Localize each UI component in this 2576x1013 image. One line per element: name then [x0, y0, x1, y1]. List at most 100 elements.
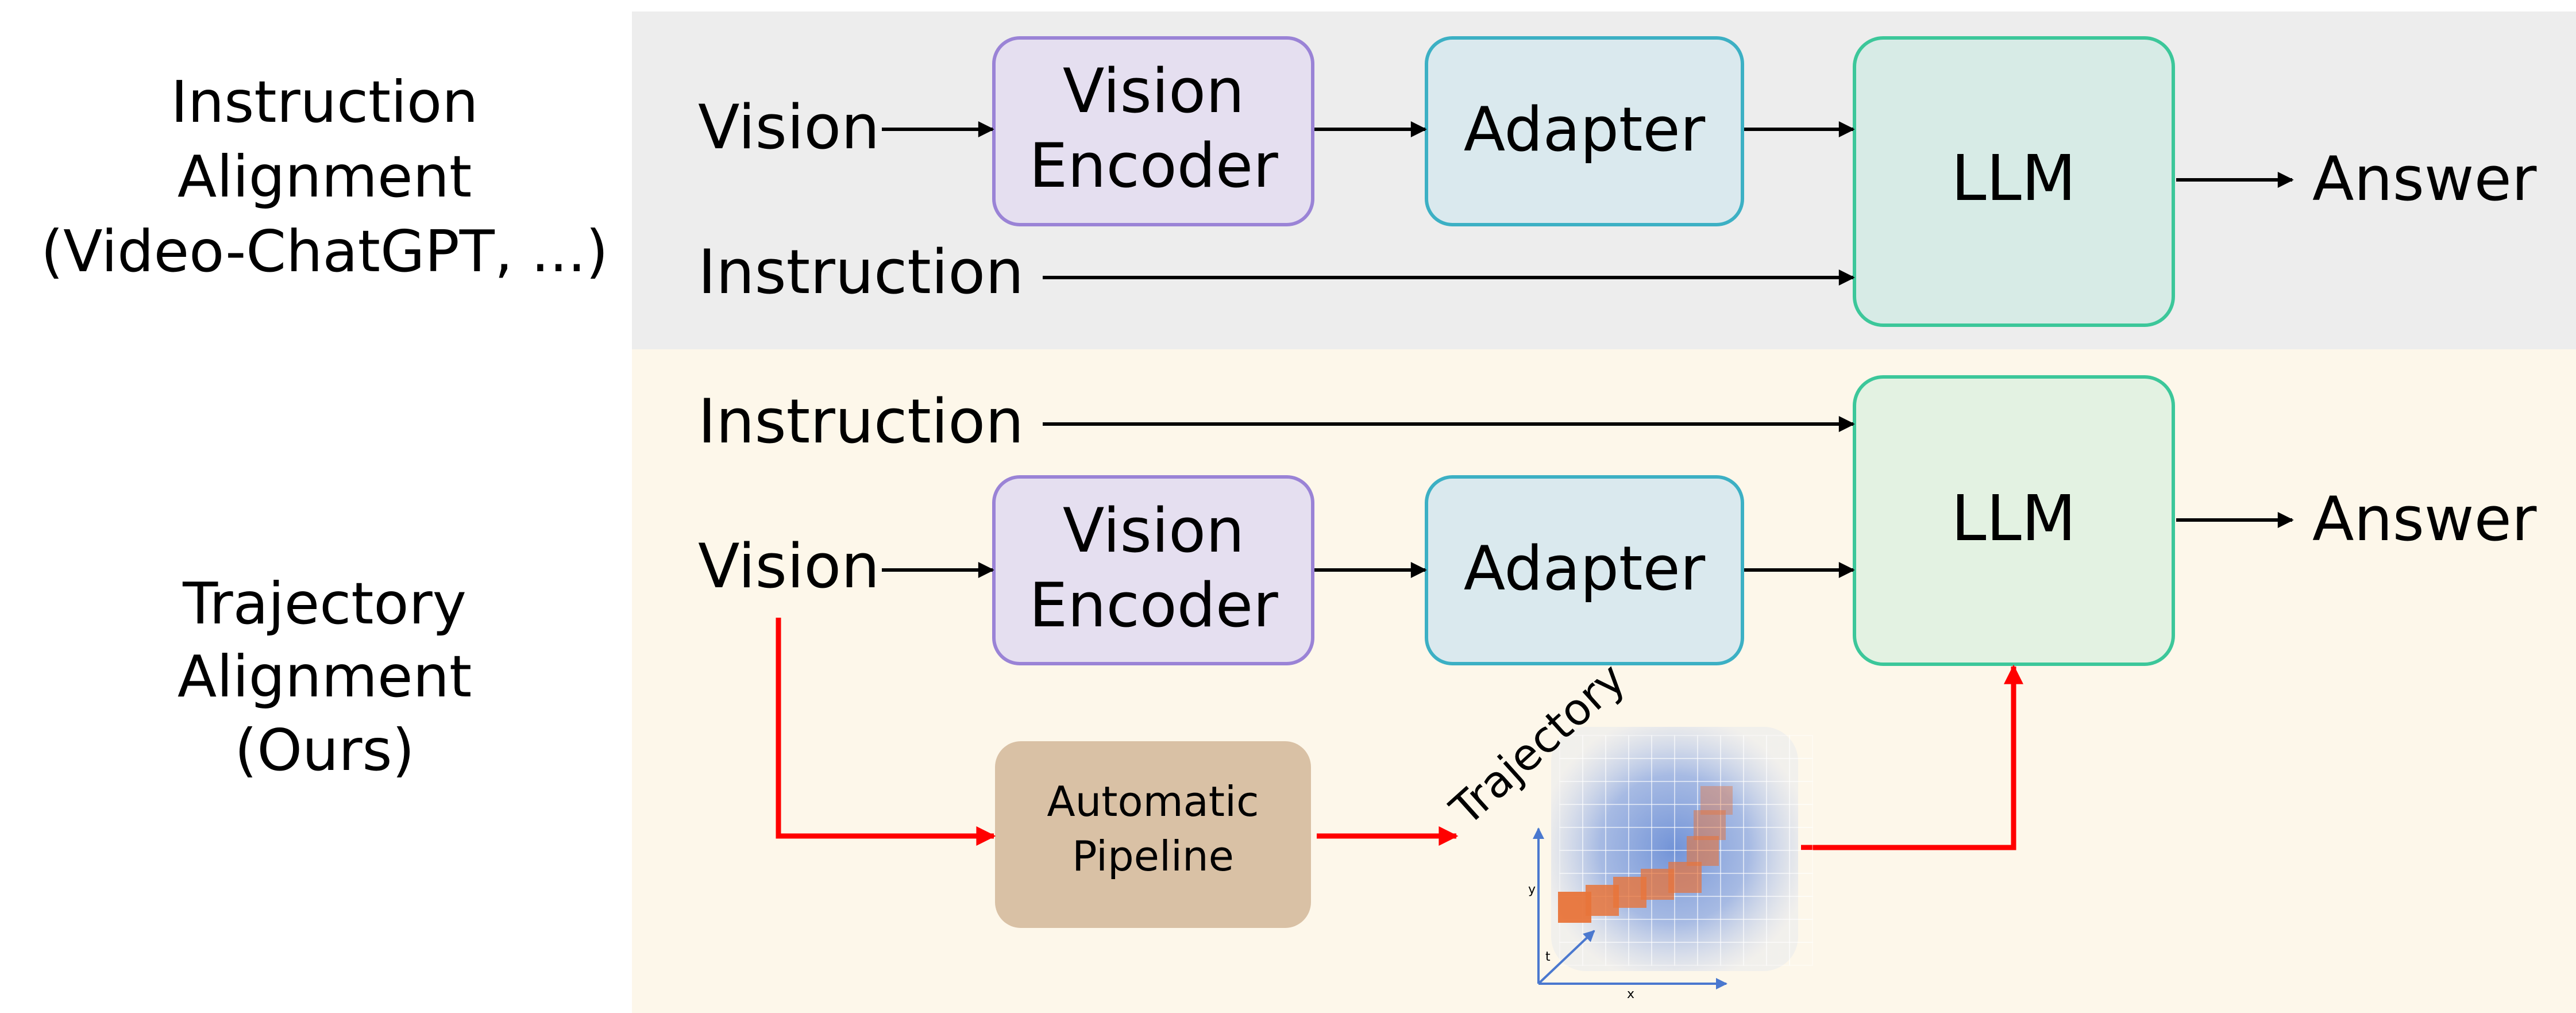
trajectory-to-llm-arrow: [1801, 664, 2023, 850]
voxel-cell: [1766, 804, 1790, 828]
voxel-cell: [1559, 804, 1583, 828]
voxel-cell: [1743, 850, 1767, 874]
voxel-cell: [1789, 827, 1813, 851]
answer-output-label: Answer: [2312, 144, 2537, 214]
voxel-cell: [1559, 942, 1583, 966]
voxel-cell: [1766, 942, 1790, 966]
voxel-cell: [1674, 919, 1698, 943]
y-axis-label: y: [1528, 883, 1536, 897]
voxel-cell: [1789, 850, 1813, 874]
automatic-pipeline-label: Pipeline: [1072, 832, 1234, 880]
vision-encoder-label: Vision: [1063, 56, 1244, 126]
voxel-cell: [1628, 735, 1652, 759]
voxel-cell: [1628, 804, 1652, 828]
voxel-cell: [1766, 735, 1790, 759]
instruction-input-label: Instruction: [698, 386, 1024, 457]
voxel-cell: [1743, 942, 1767, 966]
voxel-cell: [1651, 919, 1675, 943]
voxel-cell: [1789, 919, 1813, 943]
voxel-cell: [1582, 827, 1606, 851]
voxel-cell: [1582, 804, 1606, 828]
trajectory-voxel: [1687, 836, 1719, 866]
voxel-cell: [1697, 896, 1721, 920]
voxel-cell: [1766, 758, 1790, 782]
voxel-cell: [1743, 873, 1767, 897]
voxel-cell: [1628, 919, 1652, 943]
voxel-cell: [1766, 781, 1790, 805]
voxel-cell: [1720, 850, 1744, 874]
row-label-instruction-alignment: Instruction Alignment (Video-ChatGPT, ..…: [41, 68, 608, 285]
voxel-cell: [1743, 919, 1767, 943]
vision-input-label: Vision: [698, 92, 880, 163]
voxel-cell: [1720, 758, 1744, 782]
answer-output-label: Answer: [2312, 484, 2537, 554]
voxel-cell: [1582, 735, 1606, 759]
voxel-cell: [1743, 827, 1767, 851]
voxel-cell: [1605, 919, 1629, 943]
voxel-cell: [1766, 896, 1790, 920]
voxel-cell: [1559, 735, 1583, 759]
row-label-line: Instruction: [171, 68, 478, 136]
voxel-cell: [1559, 758, 1583, 782]
vision-encoder-label: Vision: [1063, 495, 1244, 566]
vision-input-label: Vision: [698, 531, 880, 602]
llm-box: [1853, 36, 2175, 327]
voxel-cell: [1605, 735, 1629, 759]
voxel-cell: [1720, 919, 1744, 943]
voxel-cell: [1628, 850, 1652, 874]
voxel-cell: [1697, 781, 1721, 805]
voxel-cell: [1697, 735, 1721, 759]
voxel-cell: [1743, 896, 1767, 920]
row-label-line: (Ours): [234, 717, 414, 784]
vision-encoder-label: Encoder: [1029, 570, 1278, 641]
voxel-cell: [1605, 850, 1629, 874]
voxel-cell: [1674, 942, 1698, 966]
x-axis-label: x: [1627, 987, 1634, 1002]
trajectory-voxels: [1558, 786, 1733, 923]
voxel-cell: [1605, 942, 1629, 966]
voxel-cell: [1720, 873, 1744, 897]
voxel-cell: [1789, 896, 1813, 920]
voxel-cell: [1651, 781, 1675, 805]
llm-box: [1853, 375, 2175, 666]
row-label-line: (Video-ChatGPT, ...): [41, 218, 608, 285]
voxel-cell: [1651, 758, 1675, 782]
voxel-cell: [1582, 850, 1606, 874]
adapter-label: Adapter: [1464, 533, 1706, 604]
voxel-cell: [1651, 804, 1675, 828]
voxel-cell: [1743, 758, 1767, 782]
voxel-cell: [1651, 942, 1675, 966]
top-row-arrows: [882, 121, 2294, 286]
voxel-cell: [1766, 919, 1790, 943]
voxel-cell: [1697, 758, 1721, 782]
voxel-cell: [1789, 873, 1813, 897]
voxel-cell: [1789, 804, 1813, 828]
voxel-cell: [1766, 827, 1790, 851]
voxel-cell: [1720, 942, 1744, 966]
voxel-cell: [1582, 919, 1606, 943]
row-label-trajectory-alignment: Trajectory Alignment (Ours): [178, 570, 472, 784]
instruction-input-label: Instruction: [698, 237, 1024, 307]
voxel-cell: [1605, 804, 1629, 828]
trajectory-voxel: [1668, 862, 1702, 893]
voxel-cell: [1559, 827, 1583, 851]
voxel-cell: [1582, 758, 1606, 782]
llm-label: LLM: [1951, 141, 2076, 215]
voxel-cell: [1697, 919, 1721, 943]
row-label-line: Alignment: [178, 143, 472, 210]
voxel-cell: [1559, 781, 1583, 805]
vision-to-pipeline-arrow: [776, 618, 996, 846]
voxel-cell: [1789, 758, 1813, 782]
automatic-pipeline-label: Automatic: [1047, 777, 1259, 826]
voxel-cell: [1789, 735, 1813, 759]
voxel-cell: [1651, 827, 1675, 851]
voxel-cell: [1720, 735, 1744, 759]
voxel-cell: [1789, 942, 1813, 966]
voxel-cell: [1628, 942, 1652, 966]
voxel-cell: [1674, 735, 1698, 759]
t-axis-label: t: [1545, 950, 1551, 964]
trajectory-voxel-illustration: [1551, 727, 1813, 971]
voxel-cell: [1628, 781, 1652, 805]
voxel-cell: [1559, 850, 1583, 874]
